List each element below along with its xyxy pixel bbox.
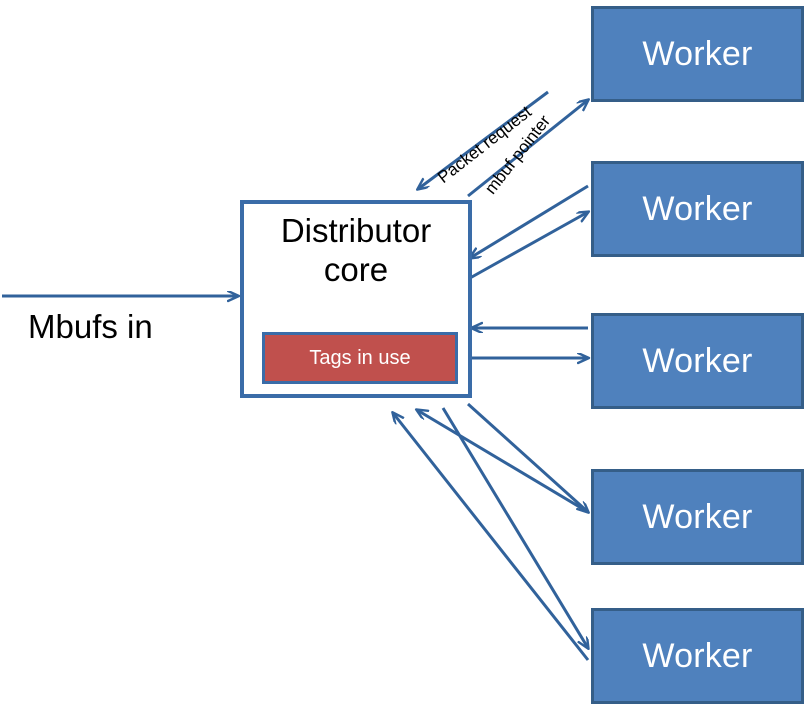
worker-label-4: Worker: [642, 497, 753, 536]
tags-in-use-label: Tags in use: [309, 346, 411, 369]
arrow-distributor-to-worker2: [469, 212, 588, 280]
worker-box-4[interactable]: Worker: [591, 469, 804, 565]
worker-box-2[interactable]: Worker: [591, 161, 804, 257]
worker-label-2: Worker: [642, 189, 753, 228]
distributor-core-box[interactable]: Distributor core Tags in use: [240, 200, 472, 398]
arrow-worker5-to-distributor: [393, 413, 590, 661]
arrow-worker4-to-distributor: [417, 410, 589, 514]
distributor-title-line1: Distributor: [280, 212, 432, 249]
distributor-title-line2: core: [323, 250, 389, 288]
arrow-worker2-to-distributor: [470, 184, 589, 258]
worker-box-3[interactable]: Worker: [591, 313, 804, 409]
worker-label-5: Worker: [642, 636, 753, 675]
worker-box-1[interactable]: Worker: [591, 6, 804, 102]
worker-box-5[interactable]: Worker: [591, 608, 804, 704]
arrow-distributor-to-worker5: [441, 407, 588, 648]
distributor-title: Distributor core: [244, 212, 468, 290]
worker-label-3: Worker: [642, 341, 753, 380]
mbufs-in-label: Mbufs in: [28, 308, 153, 345]
worker-label-1: Worker: [642, 34, 753, 73]
tags-in-use-box[interactable]: Tags in use: [262, 332, 458, 384]
arrow-distributor-to-worker4: [466, 402, 588, 512]
